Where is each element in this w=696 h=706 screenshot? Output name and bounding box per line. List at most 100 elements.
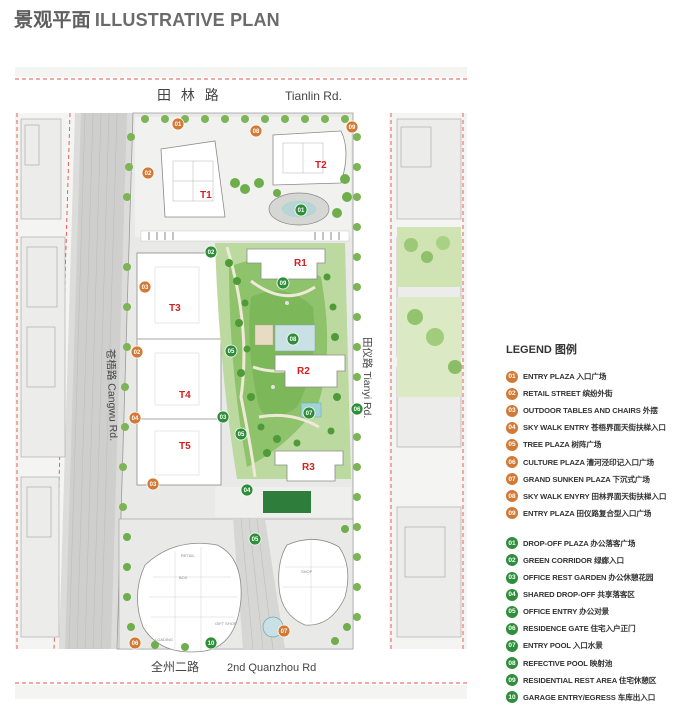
legend-text: DROP-OFF PLAZA 办公落客广场 (523, 538, 636, 548)
legend-item-orange-05: 05 TREE PLAZA 树阵广场 (506, 436, 694, 453)
legend-text: GRAND SUNKEN PLAZA 下沉式广场 (523, 474, 650, 484)
shop-label: SHOP (301, 569, 313, 574)
marker-orange-08: 08 (249, 124, 263, 138)
marker-green-05: 05 (224, 344, 238, 358)
marker-label: 02 (208, 250, 215, 256)
retail-label: RETAIL (181, 553, 195, 558)
marker-orange-03: 03 (138, 280, 152, 294)
marker-orange-04: 04 (128, 411, 142, 425)
south-mall (118, 518, 354, 653)
legend-text: CULTURE PLAZA 漕河泾印记入口广场 (523, 457, 655, 467)
legend-badge: 06 (506, 456, 518, 469)
legend-item-green-09: 09 RESIDENTIAL REST AREA 住宅休憩区 (506, 672, 694, 689)
legend-text: TREE PLAZA 树阵广场 (523, 440, 602, 450)
marker-label: 02 (134, 350, 141, 356)
marker-label: 03 (220, 415, 227, 421)
marker-label: 05 (252, 537, 259, 543)
marker-label: 03 (142, 285, 149, 291)
building-labels: T1 T2 T3 T4 T5 R1 R2 R3 (169, 160, 327, 473)
legend-badge: 02 (506, 554, 518, 567)
marker-orange-09: 09 (345, 120, 359, 134)
marker-orange-02: 02 (141, 166, 155, 180)
gift-shop-label: GIFT SHOP (215, 621, 237, 626)
road-north-cn: 田 林 路 (157, 87, 222, 103)
marker-green-10: 10 (204, 636, 218, 650)
marker-label: 09 (349, 125, 356, 131)
marker-label: 08 (290, 337, 297, 343)
label-T1: T1 (200, 190, 212, 201)
title-en: ILLUSTRATIVE PLAN (94, 10, 280, 30)
legend-badge: 04 (506, 588, 518, 601)
legend-text: REFECTIVE POOL 映射池 (523, 658, 613, 668)
road-north-en: Tianlin Rd. (285, 89, 342, 103)
marker-label: 02 (145, 171, 152, 177)
legend-badge: 07 (506, 473, 518, 486)
marker-orange-06: 06 (128, 636, 142, 650)
legend-text: GARAGE ENTRY/EGRESS 车库出入口 (523, 692, 656, 702)
legend-item-orange-07: 07 GRAND SUNKEN PLAZA 下沉式广场 (506, 471, 694, 488)
legend-item-orange-08: 08 SKY WALK ENYRY 田林界面天街扶梯入口 (506, 488, 694, 505)
road-network (15, 77, 467, 685)
retail-labels: RETAIL BOX LOADING GIFT SHOP SHOP (155, 553, 313, 642)
marker-green-05: 05 (234, 427, 248, 441)
marker-label: 01 (175, 122, 182, 128)
marker-green-01: 01 (294, 203, 308, 217)
legend-title: LEGEND 图例 (506, 344, 577, 356)
legend-text: OFFICE REST GARDEN 办公休憩花园 (523, 573, 654, 583)
marker-label: 05 (228, 349, 235, 355)
marker-orange-03: 03 (146, 477, 160, 491)
legend-badge: 10 (506, 691, 518, 704)
marker-label: 04 (244, 488, 251, 494)
road-labels: 田 林 路 Tianlin Rd. 全州二路 2nd Quanzhou Rd 苍… (104, 87, 374, 674)
marker-green-02: 02 (204, 245, 218, 259)
marker-label: 01 (298, 208, 305, 214)
title-cn: 景观平面 (14, 10, 91, 31)
marker-label: 06 (354, 407, 361, 413)
marker-label: 06 (132, 641, 139, 647)
legend-text: OUTDOOR TABLES AND CHAIRS 外摆 (523, 406, 658, 416)
legend-badge: 06 (506, 622, 518, 635)
marker-label: 08 (253, 129, 260, 135)
legend-item-green-03: 03 OFFICE REST GARDEN 办公休憩花园 (506, 569, 694, 586)
legend-text: SKY WALK ENTRY 苍梧界面天街扶梯入口 (523, 423, 666, 433)
marker-orange-07: 07 (277, 624, 291, 638)
road-east: 田仪路 Tianyi Rd. (361, 337, 374, 418)
label-T3: T3 (169, 303, 181, 314)
legend-text: RESIDENTIAL REST AREA 住宅休憩区 (523, 675, 657, 685)
legend-badge: 05 (506, 438, 518, 451)
marker-label: 10 (208, 641, 215, 647)
legend-item-green-10: 10 GARAGE ENTRY/EGRESS 车库出入口 (506, 689, 694, 706)
road-south-cn: 全州二路 (151, 659, 199, 674)
legend-badge: 08 (506, 490, 518, 503)
marker-orange-02: 02 (130, 345, 144, 359)
marker-green-07: 07 (302, 406, 316, 420)
marker-green-03: 03 (216, 410, 230, 424)
legend-badge: 08 (506, 657, 518, 670)
legend-text: ENTRY POOL 入口水景 (523, 641, 603, 651)
marker-label: 03 (150, 482, 157, 488)
legend-text: OFFICE ENTRY 办公对景 (523, 607, 610, 617)
legend-item-green-08: 08 REFECTIVE POOL 映射池 (506, 655, 694, 672)
legend-badge: 05 (506, 605, 518, 618)
box-label: BOX (179, 575, 188, 580)
legend-text: SKY WALK ENYRY 田林界面天街扶梯入口 (523, 491, 667, 501)
legend-badge: 03 (506, 571, 518, 584)
legend-badge: 02 (506, 387, 518, 400)
marker-green-05: 05 (248, 532, 262, 546)
legend-item-green-01: 01 DROP-OFF PLAZA 办公落客广场 (506, 535, 694, 552)
legend-badge: 01 (506, 537, 518, 550)
legend-badge: 09 (506, 674, 518, 687)
marker-label: 04 (132, 416, 139, 422)
site-plan: 田 林 路 Tianlin Rd. 全州二路 2nd Quanzhou Rd 苍… (15, 67, 467, 699)
marker-green-08: 08 (286, 332, 300, 346)
marker-green-06: 06 (350, 402, 364, 416)
